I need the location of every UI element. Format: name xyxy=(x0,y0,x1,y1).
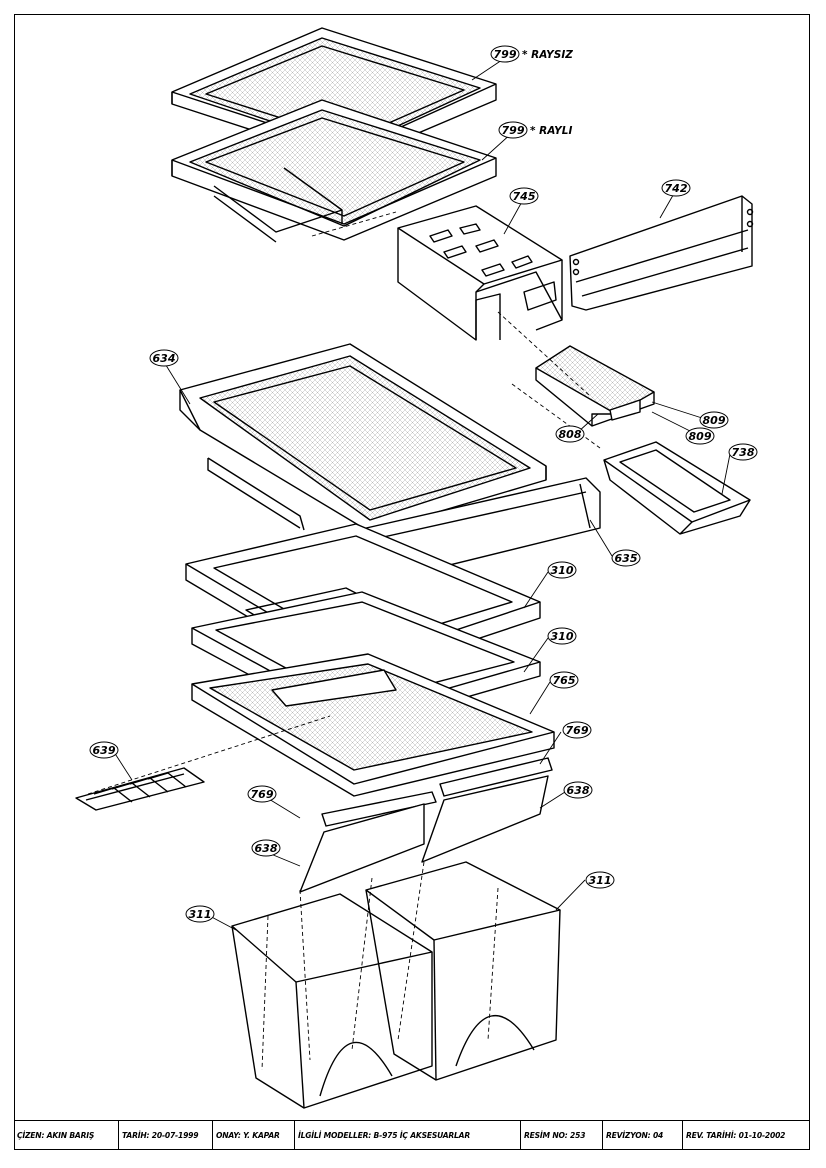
callout-number: 742 xyxy=(665,182,688,195)
part-765-cover-plate xyxy=(191,653,555,797)
part-799-glass-shelf-rayli xyxy=(171,99,497,243)
part-808-ice-tray xyxy=(535,345,655,427)
callout-bubble xyxy=(549,671,579,689)
callout-number: 310 xyxy=(551,630,574,643)
callout-number: 808 xyxy=(559,428,582,441)
callout-638: 638 xyxy=(563,781,593,799)
assembly-guide-lines xyxy=(87,211,601,1071)
callout-bubble xyxy=(251,839,281,857)
callout-bubble xyxy=(149,349,179,367)
callout-number: 745 xyxy=(513,190,536,203)
callout-number: 769 xyxy=(251,788,274,801)
callout-bubble xyxy=(89,741,119,759)
title-block-revision-date: REV. TARİHİ: 01-10-2002 xyxy=(686,1131,786,1140)
callout-bubble xyxy=(547,561,577,579)
callout-number: 310 xyxy=(551,564,574,577)
callout-number: 809 xyxy=(689,430,712,443)
callout-number: 799 xyxy=(502,124,525,137)
part-738-tray xyxy=(603,441,751,535)
callout-number: 635 xyxy=(615,552,638,565)
title-block-revision: REVİZYON: 04 xyxy=(603,1121,683,1150)
callout-745: 745 xyxy=(509,187,539,205)
part-769-strip-left xyxy=(321,791,437,827)
callout-310: 310 xyxy=(547,561,577,579)
title-block-drawing-no: RESİM NO: 253 xyxy=(521,1121,603,1150)
callout-note: * RAYSIZ xyxy=(522,49,573,61)
callout-number: 634 xyxy=(153,352,176,365)
callout-808: 808 xyxy=(555,425,585,443)
callout-note: * RAYLI xyxy=(530,125,572,137)
callout-769: 769 xyxy=(562,721,592,739)
part-638-plate-right xyxy=(421,775,549,863)
callout-number: 311 xyxy=(589,874,612,887)
title-block-date: TARİH: 20-07-1999 xyxy=(119,1121,213,1150)
callout-number: 809 xyxy=(703,414,726,427)
callout-bubble xyxy=(498,121,528,139)
part-311-drawer-left xyxy=(231,893,433,1109)
callout-bubble xyxy=(562,721,592,739)
part-311-drawer-right xyxy=(365,861,561,1081)
part-745-box-cover xyxy=(397,205,563,341)
callout-bubble xyxy=(490,45,520,63)
drawing-frame xyxy=(14,14,810,1150)
callout-bubble xyxy=(685,427,715,445)
callout-number: 638 xyxy=(255,842,278,855)
callout-bubble xyxy=(247,785,277,803)
callout-738: 738 xyxy=(728,443,758,461)
part-634-shelf xyxy=(179,343,547,533)
callout-number: 738 xyxy=(732,446,755,459)
part-769-strip-right xyxy=(439,757,553,797)
callout-765: 765 xyxy=(549,671,579,689)
callout-639: 639 xyxy=(89,741,119,759)
title-block-models: İLGİLİ MODELLER: B-975 İÇ AKSESUARLAR xyxy=(295,1121,521,1150)
callout-number: 311 xyxy=(189,908,212,921)
callout-799: 799 * RAYSIZ xyxy=(490,45,573,63)
callout-799: 799 * RAYLI xyxy=(498,121,572,139)
callout-742: 742 xyxy=(661,179,691,197)
callout-311: 311 xyxy=(185,905,215,923)
callout-311: 311 xyxy=(585,871,615,889)
callout-809: 809 xyxy=(699,411,729,429)
callout-638: 638 xyxy=(251,839,281,857)
callout-bubble xyxy=(555,425,585,443)
callout-634: 634 xyxy=(149,349,179,367)
callout-bubble xyxy=(509,187,539,205)
callout-769: 769 xyxy=(247,785,277,803)
part-638-plate-left xyxy=(299,803,425,893)
callout-bubble xyxy=(563,781,593,799)
callout-bubble xyxy=(547,627,577,645)
callout-bubble xyxy=(185,905,215,923)
part-742-flap xyxy=(569,195,754,311)
title-block-drawn-by: ÇİZEN: AKIN BARIŞ xyxy=(14,1121,119,1150)
callout-number: 639 xyxy=(93,744,116,757)
callout-310: 310 xyxy=(547,627,577,645)
callout-bubble xyxy=(728,443,758,461)
title-block: ÇİZEN: AKIN BARIŞ TARİH: 20-07-1999 ONAY… xyxy=(14,1120,810,1150)
callout-bubble xyxy=(661,179,691,197)
callout-number: 638 xyxy=(567,784,590,797)
callout-bubble xyxy=(611,549,641,567)
callout-number: 799 xyxy=(494,48,517,61)
title-block-approved-by: ONAY: Y. KAPAR xyxy=(213,1121,295,1150)
part-639-filter xyxy=(75,767,205,811)
callout-809: 809 xyxy=(685,427,715,445)
callout-bubble xyxy=(585,871,615,889)
callout-number: 769 xyxy=(566,724,589,737)
callout-bubble xyxy=(699,411,729,429)
callout-635: 635 xyxy=(611,549,641,567)
callout-number: 765 xyxy=(553,674,576,687)
